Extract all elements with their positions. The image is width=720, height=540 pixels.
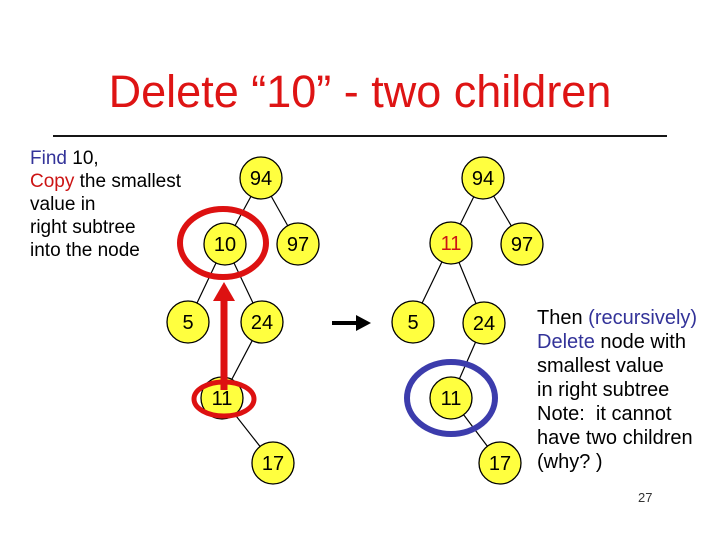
tree-node-label: 97 <box>511 234 533 256</box>
tree-node-97 <box>500 222 544 266</box>
tree-node-label: 5 <box>407 312 418 334</box>
note-text-segment: Delete <box>537 331 595 353</box>
tree-node-5 <box>391 300 435 344</box>
note-line: Copy the smallest <box>30 170 181 193</box>
note-text-segment: Copy <box>30 171 80 192</box>
title-divider <box>53 135 667 137</box>
transition-arrow-head <box>356 315 371 331</box>
red-ellipse-node-10 <box>177 206 269 280</box>
note-text-segment: value in <box>30 194 96 215</box>
note-text-segment: Then <box>537 307 589 329</box>
note-text-segment: smallest value <box>537 355 664 377</box>
note-line: in right subtree <box>537 378 697 402</box>
note-text-segment: Find <box>30 148 73 169</box>
tree-node-24 <box>462 301 506 345</box>
tree-node-label: 24 <box>473 313 495 335</box>
tree-node-17 <box>478 441 522 485</box>
tree-node-97 <box>276 222 320 266</box>
note-line: Then (recursively) <box>537 306 697 330</box>
tree-node-label: 24 <box>251 312 273 334</box>
note-text-segment: (why? ) <box>537 451 603 473</box>
tree-node-10 <box>203 222 247 266</box>
note-text-segment: into the node <box>30 240 140 261</box>
note-line: have two children <box>537 426 697 450</box>
tree-node-label: 94 <box>250 168 272 190</box>
note-line: Find 10, <box>30 147 181 170</box>
tree-node-label: 10 <box>214 234 236 256</box>
tree-node-label: 5 <box>182 312 193 334</box>
blue-ellipse-node-11 <box>404 359 498 437</box>
tree-node-label: 11 <box>212 388 233 410</box>
note-text-segment: the smallest <box>79 171 182 192</box>
tree-node-24 <box>240 300 284 344</box>
note-line: smallest value <box>537 354 697 378</box>
tree-node-5 <box>166 300 210 344</box>
note-text-segment: Note: it cannot <box>537 403 672 425</box>
note-line: value in <box>30 193 181 216</box>
tree-node-label: 97 <box>287 234 309 256</box>
tree-node-17 <box>251 441 295 485</box>
note-line: Note: it cannot <box>537 402 697 426</box>
tree-node-label: 17 <box>262 453 284 475</box>
tree-node-label: 11 <box>441 388 462 410</box>
note-text-segment: in right subtree <box>537 379 670 401</box>
tree-node-11 <box>429 376 473 420</box>
note-text-segment: node with <box>594 331 686 353</box>
tree-node-94 <box>239 156 283 200</box>
tree-node-94 <box>461 156 505 200</box>
note-line: right subtree <box>30 216 181 239</box>
note-line: into the node <box>30 239 181 262</box>
tree-node-label: 11 <box>441 233 462 255</box>
note-text-segment: (recursively) <box>588 307 698 329</box>
tree-node-11 <box>429 221 473 265</box>
copy-up-arrow-head <box>213 282 235 301</box>
note-line: Delete node with <box>537 330 697 354</box>
tree-node-label: 94 <box>472 168 494 190</box>
page-number: 27 <box>638 490 653 505</box>
note-text-segment: have two children <box>537 427 693 449</box>
slide-title: Delete “10” - two children <box>108 66 612 117</box>
note-text-segment: 10, <box>72 148 99 169</box>
tree-node-label: 17 <box>489 453 511 475</box>
note-line: (why? ) <box>537 450 697 474</box>
note-text-segment: right subtree <box>30 217 136 238</box>
